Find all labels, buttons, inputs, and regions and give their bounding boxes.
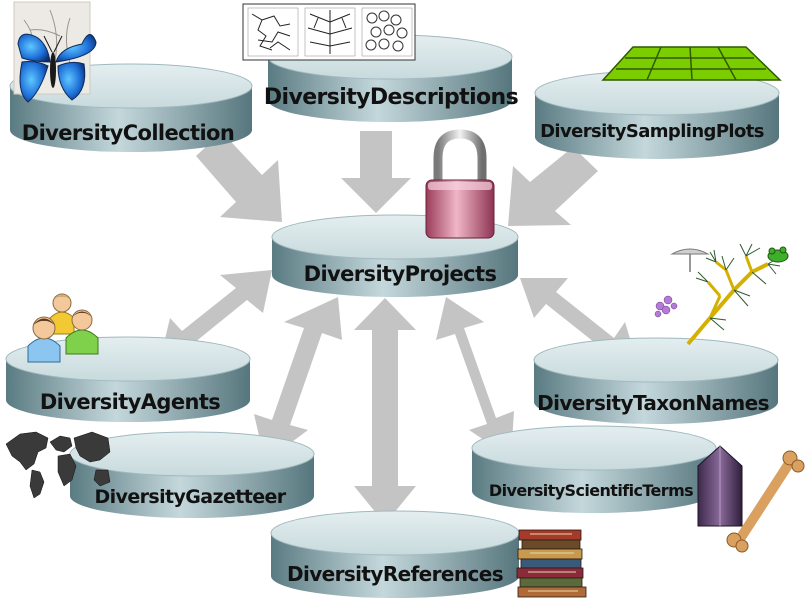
node-diversity-gazetteer[interactable]: DiversityGazetteer xyxy=(69,431,315,518)
node-label: DiversitySamplingPlots xyxy=(540,121,764,142)
arrow-samplingplots-to-projects xyxy=(508,147,598,226)
padlock-icon xyxy=(425,129,495,239)
node-diversity-references[interactable]: DiversityReferences xyxy=(270,510,520,598)
book-stack-icon xyxy=(516,529,587,598)
node-label: DiversityDescriptions xyxy=(264,85,519,110)
people-icon xyxy=(27,293,99,363)
crystal-bone-icon xyxy=(697,445,805,553)
node-diversity-projects[interactable]: DiversityProjects xyxy=(271,214,519,297)
arrow-descriptions-to-projects xyxy=(341,131,411,213)
phylogenetic-tree-icon xyxy=(654,243,789,346)
node-diversity-samplingplots[interactable]: DiversitySamplingPlots xyxy=(534,70,780,159)
node-diversity-scientificterms[interactable]: DiversityScientificTerms xyxy=(471,425,717,513)
butterfly-icon xyxy=(13,1,97,103)
node-label: DiversityCollection xyxy=(22,121,234,145)
node-label: DiversityScientificTerms xyxy=(489,481,693,500)
node-label: DiversityGazetteer xyxy=(94,486,286,508)
arrow-references-projects xyxy=(354,298,416,524)
arrows-layer xyxy=(160,131,638,524)
arrow-gazetteer-projects xyxy=(254,297,342,462)
node-label: DiversityTaxonNames xyxy=(537,391,769,415)
node-diversity-agents[interactable]: DiversityAgents xyxy=(5,336,251,422)
arrow-collection-to-projects xyxy=(196,132,282,222)
arrow-scientificterms-projects xyxy=(436,297,514,458)
node-diversity-taxonnames[interactable]: DiversityTaxonNames xyxy=(533,337,779,424)
leaf-venation-icon xyxy=(242,3,416,61)
world-map-icon xyxy=(5,431,111,499)
node-label: DiversityAgents xyxy=(40,390,220,414)
node-label: DiversityProjects xyxy=(304,262,497,286)
arrow-agents-projects xyxy=(160,270,272,360)
node-label: DiversityReferences xyxy=(287,562,503,586)
plot-grid-icon xyxy=(601,46,782,81)
